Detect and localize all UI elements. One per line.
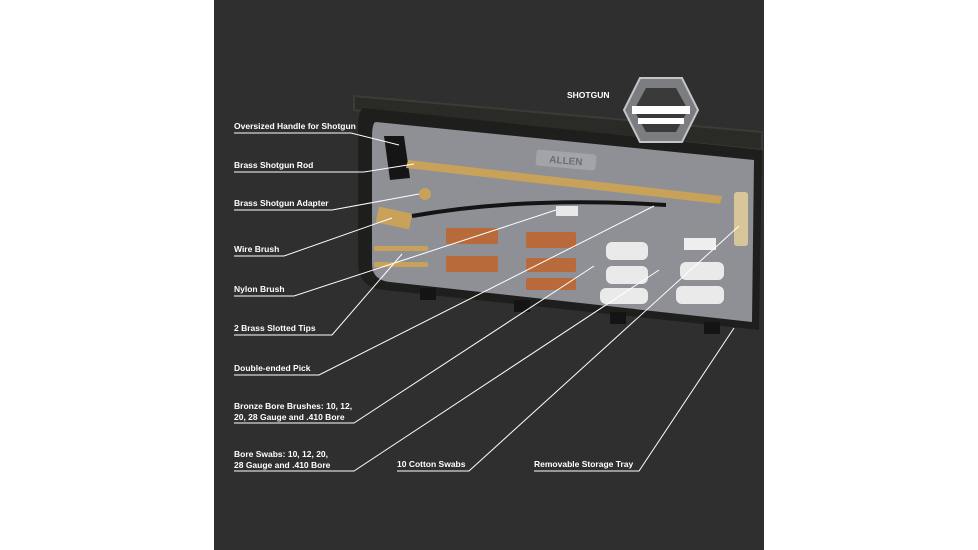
bore-swab xyxy=(680,262,724,280)
leader-line xyxy=(234,209,557,297)
callout-brass-adapter: Brass Shotgun Adapter xyxy=(234,198,329,208)
case-clip xyxy=(420,288,436,300)
callout-double-pick: Double-ended Pick xyxy=(234,363,311,373)
bore-swab xyxy=(600,288,648,304)
slotted-tip xyxy=(374,262,428,267)
leader-line xyxy=(234,269,660,472)
bore-swab xyxy=(676,286,724,304)
callout-oversized-handle: Oversized Handle for Shotgun xyxy=(234,121,356,131)
brass-adapter xyxy=(419,188,431,200)
bore-swab xyxy=(606,266,648,284)
callout-cotton-swabs: 10 Cotton Swabs xyxy=(397,459,466,469)
brand-logo: ALLEN xyxy=(549,155,583,169)
callout-bronze-bore-brushes: Bronze Bore Brushes: 10, 12, 20, 28 Gaug… xyxy=(234,401,353,422)
callout-wire-brush: Wire Brush xyxy=(234,244,280,254)
leader-line xyxy=(234,217,393,257)
leader-line xyxy=(534,327,735,472)
bore-brush xyxy=(526,278,576,290)
case-clip xyxy=(704,322,720,334)
shotgun-badge-bar xyxy=(632,106,690,114)
bore-brush xyxy=(526,258,576,272)
product-panel: ALLEN xyxy=(214,0,764,550)
callout-nylon-brush: Nylon Brush xyxy=(234,284,285,294)
slotted-tip xyxy=(374,246,428,251)
leader-line xyxy=(234,132,400,146)
leader-line xyxy=(234,205,655,376)
leader-line xyxy=(234,253,403,336)
brass-rod xyxy=(406,160,722,204)
brand-plate xyxy=(535,149,597,171)
case-clip xyxy=(514,300,530,312)
handle xyxy=(384,136,410,180)
tray-brush xyxy=(684,238,716,250)
leader-line xyxy=(234,265,595,424)
shotgun-badge-bar xyxy=(638,118,684,124)
double-pick xyxy=(411,200,667,218)
cotton-swabs xyxy=(734,192,748,246)
shotgun-badge-label: SHOTGUN xyxy=(567,90,610,100)
bore-brush xyxy=(526,232,576,248)
bore-swab xyxy=(606,242,648,260)
callout-storage-tray: Removable Storage Tray xyxy=(534,459,634,469)
leader-line xyxy=(234,163,415,173)
leader-lines xyxy=(234,132,740,472)
callout-brass-rod: Brass Shotgun Rod xyxy=(234,160,314,170)
leader-line xyxy=(397,225,740,472)
case-clip xyxy=(610,312,626,324)
bore-brush xyxy=(446,256,498,272)
cleaning-kit-illustration: ALLEN xyxy=(234,77,763,472)
bore-brush xyxy=(446,228,498,244)
leader-line xyxy=(234,193,420,211)
callout-slotted-tips: 2 Brass Slotted Tips xyxy=(234,323,316,333)
wire-brush xyxy=(375,206,413,230)
nylon-brush xyxy=(556,206,578,216)
callout-bore-swabs: Bore Swabs: 10, 12, 20, 28 Gauge and .41… xyxy=(234,449,331,470)
